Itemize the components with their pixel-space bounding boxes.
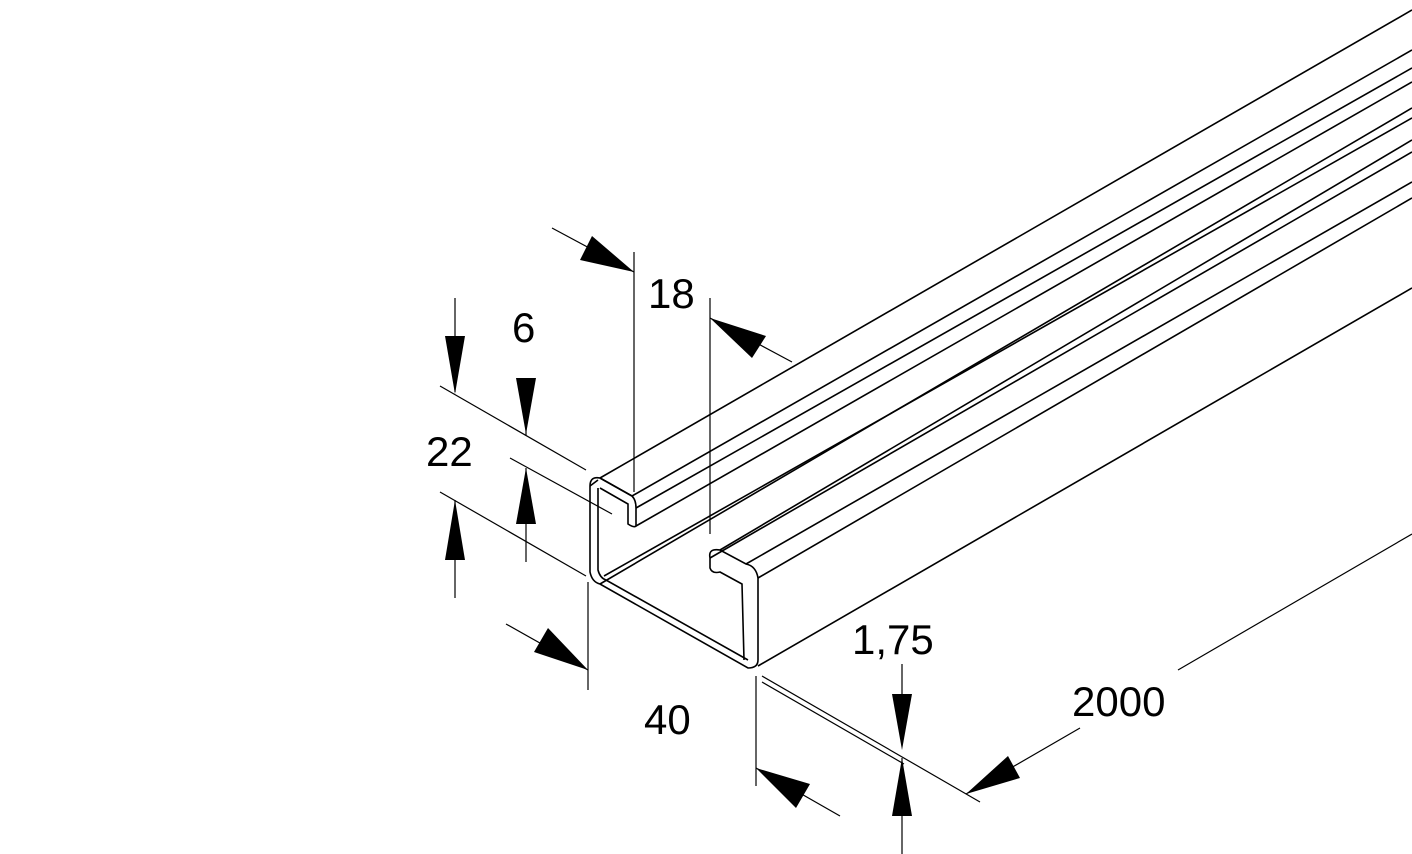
arrow-up-22 <box>445 500 465 560</box>
label-175: 1,75 <box>852 616 934 663</box>
arrow-40-right <box>756 768 810 808</box>
arrow-down-22 <box>445 336 465 394</box>
dimension-18: 18 <box>551 227 793 534</box>
arrow-18-right <box>710 318 766 358</box>
label-6: 6 <box>512 304 535 351</box>
arrow-18-left <box>580 236 634 272</box>
arrow-up-6 <box>516 468 536 524</box>
arrow-2000 <box>966 756 1020 794</box>
dimension-22: 22 <box>426 298 587 598</box>
arrow-up-175 <box>892 758 912 816</box>
arrow-down-6 <box>516 378 536 434</box>
label-22: 22 <box>426 428 473 475</box>
label-40: 40 <box>644 696 691 743</box>
dimension-2000: 2000 <box>965 533 1412 795</box>
label-18: 18 <box>648 270 695 317</box>
dimension-40: 40 <box>505 582 841 817</box>
arrow-down-175 <box>892 694 912 750</box>
dimension-175: 1,75 <box>761 616 981 854</box>
dimension-6: 6 <box>509 304 613 562</box>
arrow-40-left <box>534 628 588 670</box>
label-2000: 2000 <box>1072 678 1165 725</box>
profile-longitudinal-edges <box>599 9 1412 667</box>
